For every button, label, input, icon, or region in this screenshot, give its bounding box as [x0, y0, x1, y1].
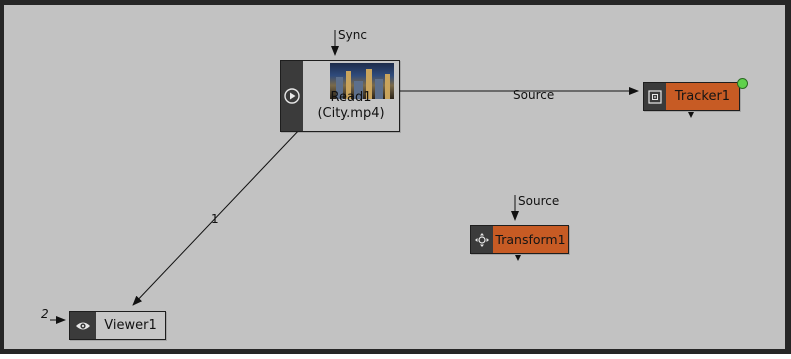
edge-read-to-viewer-label: 1 — [211, 212, 219, 226]
read-node[interactable]: Read1 (City.mp4) — [280, 60, 400, 132]
viewer-node-tab[interactable] — [70, 312, 96, 339]
tracker-icon — [648, 89, 662, 104]
viewer-input-2-label: 2 — [41, 307, 49, 321]
read-node-tab[interactable] — [281, 61, 303, 131]
viewer-node[interactable]: Viewer1 — [69, 311, 166, 340]
tracker-node-title: Tracker1 — [666, 83, 739, 110]
viewer-node-title: Viewer1 — [96, 312, 165, 339]
tracker-node-tab[interactable] — [644, 83, 666, 110]
edge-read-to-tracker-label: Source — [513, 88, 555, 102]
city-video-thumbnail — [330, 63, 394, 99]
tracker-node[interactable]: Tracker1 — [643, 82, 740, 111]
read-node-title: Read1 — [330, 90, 372, 105]
play-icon — [284, 88, 300, 104]
read-sync-input-label: Sync — [338, 28, 367, 42]
transform-source-input-label: Source — [518, 194, 560, 208]
edge-read-to-viewer[interactable] — [132, 127, 302, 306]
tracker-output-arrow[interactable] — [688, 112, 694, 118]
transform-icon — [475, 232, 489, 247]
read-node-body[interactable]: Read1 (City.mp4) — [303, 61, 399, 131]
tracker-status-badge — [737, 78, 748, 89]
transform-output-arrow[interactable] — [515, 255, 521, 261]
eye-icon — [76, 322, 90, 329]
transform-node[interactable]: Transform1 — [470, 225, 569, 254]
transform-node-tab[interactable] — [471, 226, 493, 253]
edges-layer — [50, 30, 694, 324]
read-node-subtitle: (City.mp4) — [317, 106, 385, 121]
transform-node-title: Transform1 — [493, 226, 568, 253]
